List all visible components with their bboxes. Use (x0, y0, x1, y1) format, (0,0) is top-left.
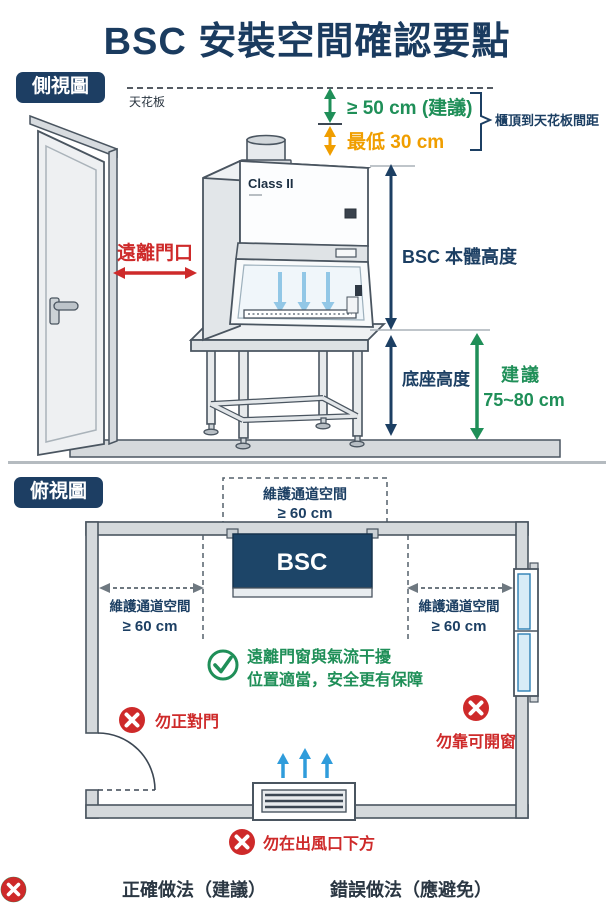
wall-right-upper (515, 521, 529, 571)
clearance-bracket (470, 92, 493, 151)
air-vent (252, 782, 356, 821)
stand-braces-highlight (210, 396, 358, 422)
legend-correct: 正確做法（建議） (0, 876, 266, 902)
door (29, 114, 118, 457)
legend: 正確做法（建議） 錯誤做法（應避免） (0, 866, 614, 912)
page-title: BSC 安裝空間確認要點 (103, 21, 511, 63)
door-handle-icon (53, 301, 79, 311)
maintenance-right-line1: 維護通道空間 (419, 598, 500, 614)
cabinet-stand (188, 323, 387, 450)
clearance-recommended-label: ≥ 50 cm (建議) (347, 96, 473, 119)
door-frame-jamb (108, 147, 118, 446)
clearance-bracket-label: 櫃頂到天花板間距 (495, 113, 599, 128)
good-note-line2: 位置適當，安全更有保障 (247, 670, 423, 689)
wall-left-upper (85, 521, 99, 734)
door-slab (37, 129, 105, 457)
window-glass-lower (517, 633, 531, 692)
door-trim (45, 144, 97, 443)
stand-leg-back-left (206, 343, 216, 425)
base-height-recommend-arrow (470, 333, 484, 440)
base-height-arrow (385, 335, 397, 436)
cabinet-model-label: Class II (248, 176, 294, 191)
downflow-arrow-icons (273, 272, 335, 313)
stand-leg-back-right (318, 343, 328, 419)
window (513, 562, 539, 703)
base-height-recommend-line2: 75~80 cm (483, 390, 565, 410)
legend-correct-label: 正確做法（建議） (122, 880, 266, 900)
ceiling-clearance-recommended-arrow (324, 88, 336, 123)
stand-leg-front-left (238, 343, 249, 439)
ceiling-clearance-minimum-arrow (324, 126, 336, 156)
legend-wrong-label: 錯誤做法（應避免） (330, 880, 492, 900)
check-circle-icon (207, 649, 239, 681)
x-circle-icon-window (463, 695, 489, 721)
door-swing-arc (97, 732, 156, 791)
chamber-glass (237, 264, 365, 321)
wall-top (85, 521, 529, 536)
stand-feet (203, 417, 365, 450)
base-height-recommend-line1: 建議 (501, 364, 541, 385)
cabinet-control-panel (344, 208, 357, 219)
stand-leg-front-right (352, 343, 363, 437)
body-height-arrow (385, 164, 397, 330)
maintenance-left-line2: ≥ 60 cm (123, 618, 178, 635)
sash-knob (355, 285, 362, 296)
warn-window-label: 勿靠可開窗 (435, 732, 516, 751)
top-view-badge: 俯視圖 (14, 477, 104, 508)
wall-right-lower (515, 694, 529, 819)
maintenance-right-arrow (407, 583, 513, 593)
door-clearance-arrow (113, 267, 197, 279)
perforated-work-tray (243, 309, 357, 319)
warn-door-label: 勿正對門 (154, 712, 219, 731)
side-view-illustration: 天花板 (29, 87, 599, 458)
bsc-unit-plan: BSC (226, 528, 379, 598)
top-view-illustration: 維護通道空間 ≥ 60 cm (85, 477, 539, 855)
body-height-label: BSC 本體高度 (402, 246, 518, 267)
maintenance-right-line2: ≥ 60 cm (432, 618, 487, 635)
bsc-front-edge (232, 587, 373, 598)
window-glass-upper (517, 573, 531, 630)
maintenance-top-line1: 維護通道空間 (263, 486, 347, 502)
stand-top-front (190, 339, 369, 352)
airflow-up-arrow-icons (277, 748, 333, 778)
maintenance-top-dashed-box (222, 477, 388, 535)
ceiling-label: 天花板 (129, 94, 165, 109)
side-view-badge: 側視圖 (16, 72, 106, 103)
x-circle-icon-vent (229, 829, 255, 855)
maintenance-left-line1: 維護通道空間 (110, 598, 191, 614)
warn-vent-label: 勿在出風口下方 (262, 834, 375, 853)
bsc-cabinet: Class II (202, 134, 374, 342)
good-note-line1: 遠離門窗與氣流干擾 (247, 647, 392, 666)
section-divider (8, 461, 606, 464)
sash-handle (335, 248, 357, 258)
bsc-label: BSC (277, 549, 328, 576)
x-circle-icon-door (119, 707, 145, 733)
bsc-box (232, 533, 373, 589)
door-swing (97, 732, 156, 791)
maintenance-left-arrow (99, 583, 204, 593)
base-height-label: 底座高度 (402, 369, 471, 389)
x-circle-icon (1, 876, 26, 902)
cabinet-head-front (239, 160, 369, 247)
legend-wrong: 錯誤做法（應避免） (1, 876, 492, 902)
maintenance-top-line2: ≥ 60 cm (278, 505, 333, 522)
door-clearance-label: 遠離門口 (117, 241, 193, 264)
side-panel-box (346, 296, 359, 314)
floor (69, 439, 561, 458)
clearance-minimum-label: 最低 30 cm (347, 130, 444, 153)
